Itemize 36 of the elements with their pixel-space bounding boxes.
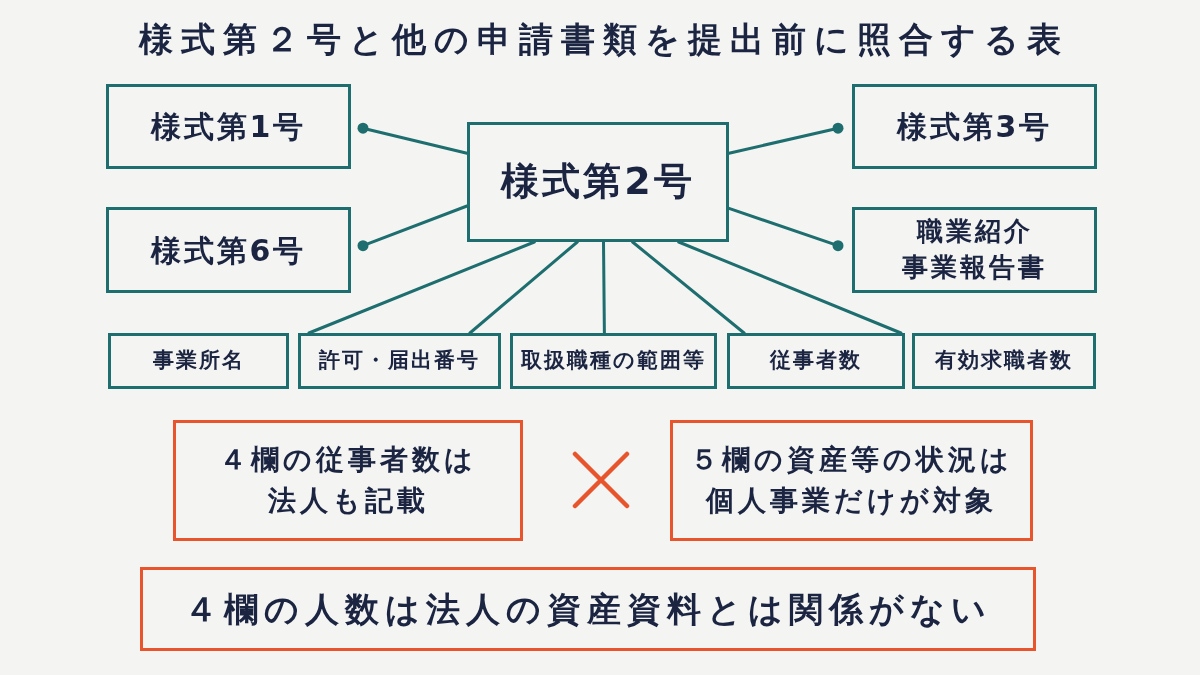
connector-line <box>468 240 579 335</box>
connector-line <box>727 206 844 252</box>
box-label: ４欄の従事者数は法人も記載 <box>219 441 477 519</box>
connector-line <box>357 204 469 252</box>
box-label: 様式第3号 <box>896 108 1053 146</box>
field-box <box>727 333 905 389</box>
conclusion-box <box>140 567 1036 651</box>
connector-line <box>357 122 469 155</box>
diagram-title: 様式第２号と他の申請書類を提出前に照合する表 <box>137 18 1069 61</box>
box-label: ４欄の人数は法人の資産資料とは関係がない <box>184 587 992 631</box>
form-box <box>852 207 1097 293</box>
connector-line <box>631 240 746 335</box>
field-box <box>108 333 289 389</box>
box-label: 従事者数 <box>770 347 862 375</box>
form-box <box>106 207 351 293</box>
form-box <box>852 84 1097 169</box>
field-box <box>510 333 717 389</box>
field-box <box>912 333 1096 389</box>
box-label: 有効求職者数 <box>935 347 1073 375</box>
box-label: 事業所名 <box>152 347 245 375</box>
box-label: 職業紹介事業報告書 <box>902 215 1047 284</box>
form-box <box>467 122 729 242</box>
box-label: 取扱職種の範囲等 <box>521 347 706 375</box>
note-box <box>173 420 523 541</box>
box-label: 様式第6号 <box>150 231 307 270</box>
connector-line <box>727 122 844 155</box>
box-label: 様式第2号 <box>501 158 695 206</box>
connector-line <box>677 240 903 335</box>
field-box <box>298 333 501 389</box>
connector-line <box>602 240 606 335</box>
note-box <box>670 420 1033 541</box>
box-label: 許可・届出番号 <box>319 347 480 375</box>
box-label: 様式第1号 <box>150 108 307 146</box>
connector-line <box>307 240 536 335</box>
form-box <box>106 84 351 169</box>
box-label: ５欄の資産等の状況は個人事業だけが対象 <box>690 441 1013 519</box>
